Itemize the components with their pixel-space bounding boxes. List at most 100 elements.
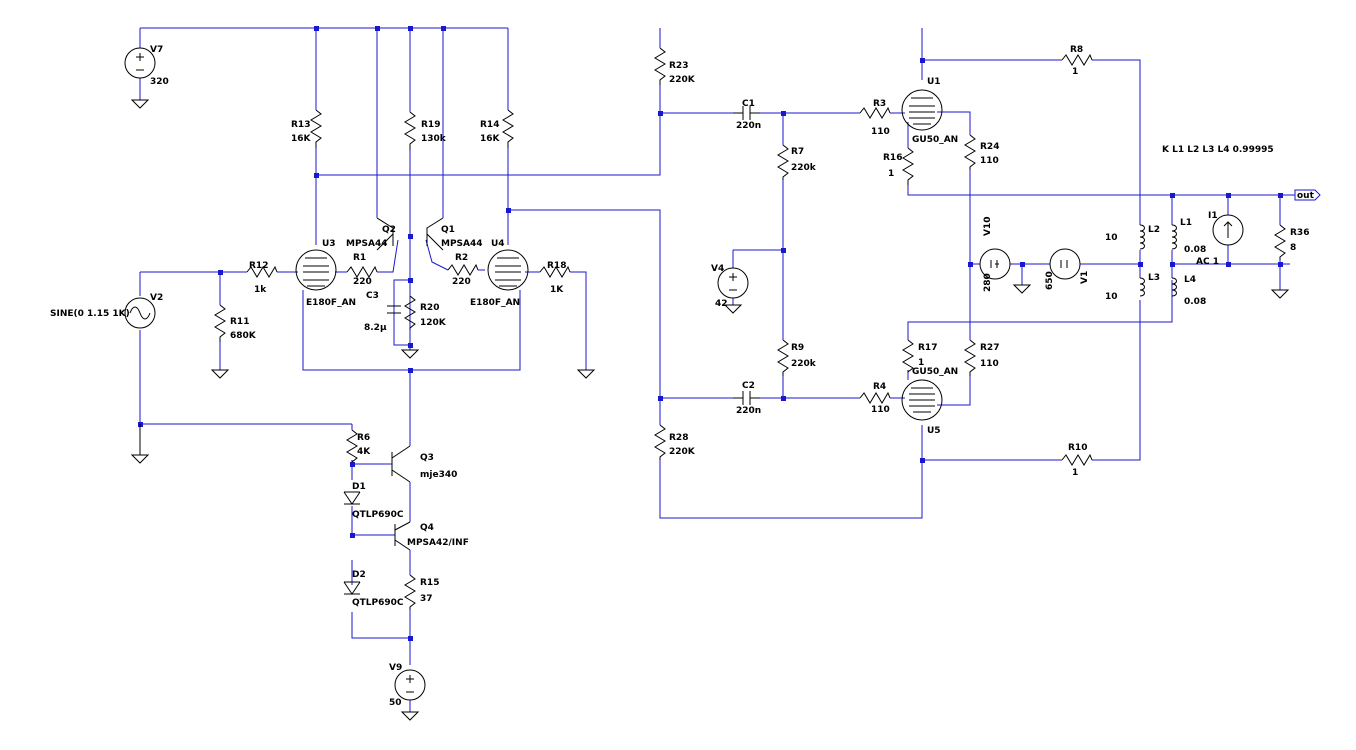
- r11-name: R11: [230, 317, 249, 327]
- ground-icon: [130, 424, 150, 464]
- r28-resistor: [654, 424, 666, 460]
- r8-resistor: [1061, 53, 1093, 66]
- c1-capacitor: [733, 106, 760, 120]
- u4-name: U4: [491, 239, 505, 249]
- r14-value: 16K: [480, 134, 501, 144]
- u5-name: U5: [927, 426, 941, 436]
- v10-name: V10: [983, 217, 993, 237]
- u1-value: GU50_AN: [912, 135, 958, 145]
- r17-value: 1: [918, 358, 924, 368]
- r4-name: R4: [873, 382, 886, 392]
- v2-value: SINE(0 1.15 1K): [50, 309, 130, 319]
- r1-name: R1: [353, 253, 366, 263]
- c3-value: 8.2µ: [364, 323, 387, 333]
- q1-value: MPSA44: [441, 239, 483, 249]
- q4-transistor: [394, 521, 411, 551]
- d1-name: D1: [352, 482, 366, 492]
- r3-resistor: [859, 106, 891, 119]
- c3-name: C3: [366, 291, 379, 301]
- l2-inductor: [1139, 224, 1145, 250]
- v2-source: [124, 297, 156, 329]
- u5-tube: [901, 379, 943, 421]
- u1-tube: [901, 89, 943, 131]
- d1-led: [343, 491, 361, 505]
- capacitors: [387, 106, 760, 405]
- ground-icon: [1270, 289, 1290, 299]
- r7-value: 220k: [791, 163, 817, 173]
- q4-value: MPSA42/INF: [407, 538, 469, 548]
- v7-value: 320: [150, 77, 169, 87]
- ground-icon: [210, 369, 230, 379]
- c1-name: C1: [742, 99, 755, 109]
- l1-value: 0.08: [1184, 245, 1206, 255]
- r23-value: 220K: [669, 75, 696, 85]
- i1-name: I1: [1208, 211, 1218, 221]
- r16-value: 1: [888, 169, 894, 179]
- tubes: [295, 89, 943, 421]
- v4-value: 42: [715, 299, 728, 309]
- ground-icon: [400, 711, 420, 721]
- r7-resistor: [777, 144, 789, 180]
- r1-value: 220: [353, 277, 372, 287]
- r18-value: 1K: [550, 285, 564, 295]
- v10-value: 280: [983, 273, 993, 292]
- ground-icon: [576, 369, 596, 379]
- r11-value: 680K: [230, 331, 257, 341]
- v1-value: 650: [1045, 271, 1055, 290]
- q2-value: MPSA44: [346, 239, 388, 249]
- r15-value: 37: [420, 594, 433, 604]
- output-net-flag: [1294, 189, 1321, 201]
- r24-resistor: [964, 134, 976, 170]
- labels: V7 320 R13 16K R19 130k R14 16K Q2 MPSA4…: [50, 45, 1315, 708]
- r3-name: R3: [873, 99, 886, 109]
- r4-value: 110: [871, 405, 890, 415]
- l3-inductor: [1139, 277, 1145, 297]
- r13-resistor: [310, 109, 322, 148]
- u4-tube: [487, 249, 529, 291]
- q2-transistor: [376, 217, 394, 251]
- l1-name: L1: [1180, 218, 1192, 228]
- l4-inductor: [1171, 277, 1177, 297]
- d2-value: QTLP690C: [352, 598, 404, 608]
- u3-tube: [295, 249, 337, 291]
- r13-value: 16K: [291, 134, 312, 144]
- r9-name: R9: [791, 343, 804, 353]
- r28-value: 220K: [669, 447, 696, 457]
- r24-name: R24: [980, 142, 999, 152]
- q3-value: mje340: [420, 470, 457, 480]
- r12-name: R12: [249, 261, 268, 271]
- r18-resistor: [539, 265, 571, 278]
- i1-source: [1212, 214, 1244, 246]
- r20-value: 120K: [420, 318, 447, 328]
- r9-resistor: [777, 339, 789, 376]
- q3-name: Q3: [420, 453, 434, 463]
- r3-value: 110: [871, 127, 890, 137]
- ground-icon: [130, 99, 150, 109]
- l2-value: 10: [1105, 233, 1118, 243]
- v9-name: V9: [389, 663, 402, 673]
- r11-resistor: [214, 304, 226, 342]
- c2-value: 220n: [736, 406, 761, 416]
- r2-resistor: [447, 263, 479, 276]
- r9-value: 220k: [791, 359, 817, 369]
- r10-resistor: [1061, 453, 1093, 466]
- r19-name: R19: [421, 120, 440, 130]
- u1-name: U1: [927, 77, 941, 87]
- ground-icon: [723, 304, 743, 314]
- v7-name: V7: [150, 45, 163, 55]
- r36-resistor: [1274, 224, 1286, 260]
- i1-value: AC 1: [1196, 257, 1219, 267]
- resistors: [214, 47, 1286, 610]
- k-directive: K L1 L2 L3 L4 0.99995: [1162, 145, 1274, 155]
- l2-name: L2: [1148, 225, 1160, 235]
- q2-name: Q2: [382, 225, 396, 235]
- r16-resistor: [902, 147, 914, 185]
- v1-name: V1: [1080, 271, 1090, 284]
- ground-icon: [400, 349, 420, 359]
- r27-resistor: [964, 339, 976, 376]
- r14-resistor: [502, 109, 514, 148]
- transistors: [376, 217, 444, 551]
- u5-value: GU50_AN: [912, 367, 958, 377]
- r8-name: R8: [1070, 45, 1083, 55]
